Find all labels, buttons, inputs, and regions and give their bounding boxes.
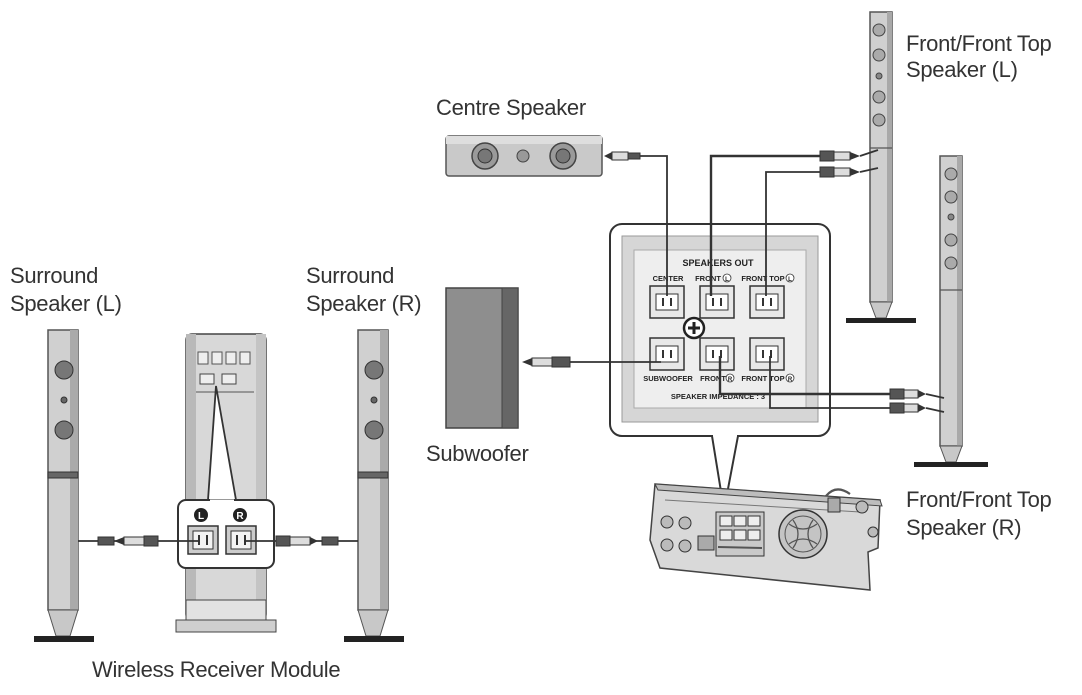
terminal-front-r [699, 337, 735, 371]
surround-right-speaker [344, 329, 404, 642]
label-surround-right-line2: Speaker (R) [306, 291, 422, 316]
polarity-plus-icon [682, 316, 706, 340]
speaker-cables [570, 149, 945, 413]
panel-side-l-2: L [788, 277, 792, 283]
panel-title: SPEAKERS OUT [682, 258, 754, 268]
module-mark-r: R [236, 511, 244, 522]
cable-plugs [522, 150, 926, 414]
panel-side-r-2: R [788, 377, 793, 383]
panel-label-subwoofer: SUBWOOFER [643, 374, 693, 383]
terminal-subwoofer [649, 337, 685, 371]
label-subwoofer: Subwoofer [426, 441, 529, 466]
terminal-front-top-r [749, 337, 785, 371]
label-surround-left-line1: Surround [10, 263, 99, 288]
label-front-right-line2: Speaker (R) [906, 515, 1022, 540]
label-front-right-line1: Front/Front Top [906, 487, 1052, 512]
main-unit-rear [649, 483, 883, 591]
label-front-left-line2: Speaker (L) [906, 57, 1018, 82]
label-surround-right-line1: Surround [306, 263, 395, 288]
panel-impedance: SPEAKER IMPEDANCE : 3 [671, 392, 765, 401]
label-centre-speaker: Centre Speaker [436, 95, 586, 120]
wireless-receiver-module: L R [175, 333, 277, 633]
front-left-speaker [846, 11, 916, 323]
terminal-front-top-l [749, 285, 785, 319]
terminal-center [649, 285, 685, 319]
label-surround-left-line2: Speaker (L) [10, 291, 122, 316]
surround-cables [78, 535, 358, 547]
front-right-speaker [914, 155, 988, 467]
centre-speaker [445, 135, 603, 177]
panel-label-front-l: FRONT [695, 274, 721, 283]
panel-label-front-r: FRONT [700, 374, 726, 383]
label-wireless-receiver-module: Wireless Receiver Module [92, 657, 341, 682]
surround-left-speaker [34, 329, 94, 642]
panel-side-l-1: L [725, 277, 729, 283]
panel-label-front-top-r: FRONT TOP [741, 374, 784, 383]
terminal-front-l [699, 285, 735, 319]
panel-side-r-1: R [728, 377, 733, 383]
panel-label-front-top-l: FRONT TOP [741, 274, 784, 283]
panel-label-center: CENTER [653, 274, 684, 283]
speakers-out-panel: SPEAKERS OUT CENTER FRONT FRONT TOP L L [609, 223, 831, 511]
module-mark-l: L [198, 511, 204, 522]
label-front-left-line1: Front/Front Top [906, 31, 1052, 56]
subwoofer [445, 287, 519, 429]
